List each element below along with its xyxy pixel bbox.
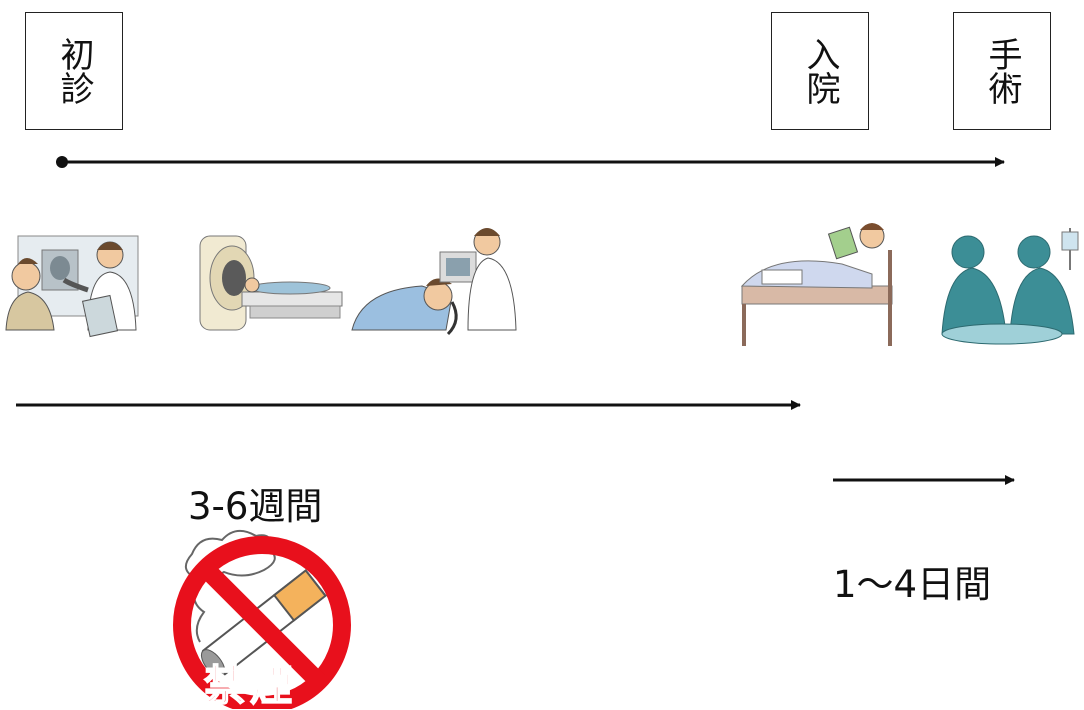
endoscopy-exam-icon bbox=[351, 228, 517, 336]
milestone-first-visit: 初診 bbox=[25, 12, 123, 130]
milestone-surgery-label: 手術 bbox=[982, 37, 1022, 105]
milestone-admission-label: 入院 bbox=[800, 37, 840, 105]
milestone-admission: 入院 bbox=[771, 12, 869, 130]
no-smoking-label: 禁煙 bbox=[203, 661, 297, 710]
milestone-surgery: 手術 bbox=[953, 12, 1051, 130]
main-timeline-arrow bbox=[56, 156, 1005, 168]
milestone-first-visit-label: 初診 bbox=[54, 37, 94, 105]
ct-scanner-icon bbox=[199, 235, 343, 331]
surgery-wait-duration-label: 1〜4日間 bbox=[833, 563, 992, 606]
no-smoking-icon bbox=[173, 529, 351, 709]
pre-admission-duration-label: 3-6週間 bbox=[188, 485, 323, 528]
doctor-explaining-xray-icon bbox=[5, 235, 139, 338]
patient-in-bed-reading-icon bbox=[740, 223, 893, 346]
surgical-team-operating-icon bbox=[941, 228, 1079, 345]
